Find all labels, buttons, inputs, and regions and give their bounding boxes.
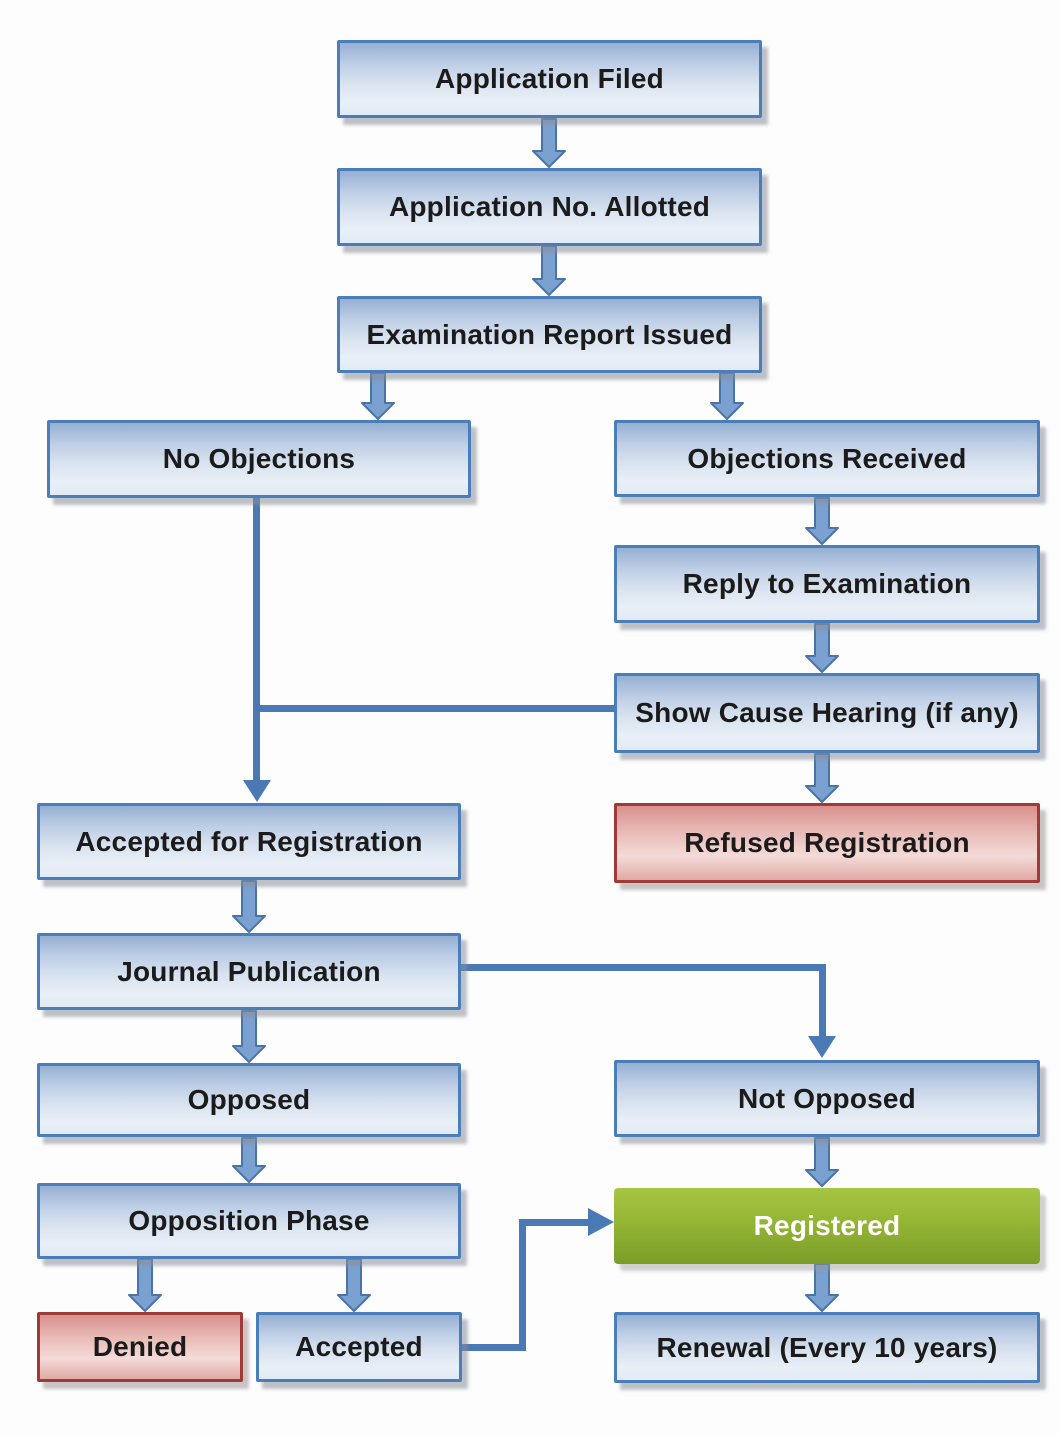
connector-journal-down-to-not-opposed	[819, 964, 826, 1038]
node-not-opposed: Not Opposed	[614, 1060, 1040, 1137]
arrow-filed-to-allotted	[532, 118, 566, 168]
arrowhead-into-registered	[588, 1208, 614, 1236]
node-refused-registration: Refused Registration	[614, 803, 1040, 883]
node-label: Refused Registration	[684, 827, 970, 858]
arrow-reply-to-show-cause	[805, 623, 839, 673]
arrow-show-cause-to-refused	[805, 753, 839, 803]
node-label: Accepted for Registration	[75, 825, 423, 857]
arrow-opposition-to-accepted	[337, 1258, 371, 1312]
node-examination-report-issued: Examination Report Issued	[337, 296, 762, 373]
arrowhead-into-not-opposed	[808, 1036, 836, 1058]
node-label: Application Filed	[435, 63, 664, 94]
arrow-journal-to-opposed	[232, 1010, 266, 1063]
connector-show-cause-to-merge	[253, 705, 614, 712]
arrow-objections-to-reply	[805, 497, 839, 545]
arrow-registered-to-renewal	[805, 1263, 839, 1312]
node-label: Show Cause Hearing (if any)	[635, 697, 1019, 728]
connector-accepted-right	[462, 1344, 526, 1351]
node-opposed: Opposed	[37, 1063, 461, 1137]
arrow-allotted-to-examination	[532, 245, 566, 296]
connector-no-objections-down	[253, 497, 260, 782]
node-label: Journal Publication	[117, 955, 381, 987]
connector-journal-right	[461, 964, 826, 971]
node-label: No Objections	[162, 443, 356, 474]
node-label: Registered	[753, 1210, 901, 1241]
node-no-objections: No Objections	[47, 420, 471, 498]
arrow-not-opposed-to-registered	[805, 1137, 839, 1187]
node-label: Opposed	[187, 1084, 311, 1115]
connector-accepted-to-registered	[519, 1219, 590, 1226]
node-objections-received: Objections Received	[614, 420, 1040, 497]
node-application-filed: Application Filed	[337, 40, 762, 118]
node-renewal: Renewal (Every 10 years)	[614, 1312, 1040, 1383]
arrow-examination-to-no-objections	[361, 372, 395, 420]
node-application-no-allotted: Application No. Allotted	[337, 168, 762, 246]
node-reply-to-examination: Reply to Examination	[614, 545, 1040, 623]
node-journal-publication: Journal Publication	[37, 933, 461, 1010]
node-registered: Registered	[614, 1188, 1040, 1264]
node-accepted-for-registration: Accepted for Registration	[37, 803, 461, 880]
node-accepted: Accepted	[256, 1312, 462, 1382]
arrowhead-into-accepted-for-registration	[243, 780, 271, 802]
arrow-examination-to-objections-received	[710, 372, 744, 420]
node-denied: Denied	[37, 1312, 243, 1382]
connector-accepted-up	[519, 1219, 526, 1351]
node-label: Not Opposed	[738, 1082, 916, 1114]
node-opposition-phase: Opposition Phase	[37, 1183, 461, 1259]
node-label: Reply to Examination	[682, 568, 972, 599]
node-label: Renewal (Every 10 years)	[656, 1331, 998, 1363]
node-label: Application No. Allotted	[388, 191, 711, 222]
node-label: Opposition Phase	[128, 1205, 370, 1236]
node-label: Examination Report Issued	[366, 318, 733, 350]
arrow-opposed-to-opposition-phase	[232, 1137, 266, 1183]
arrow-accepted-reg-to-journal	[232, 880, 266, 933]
node-show-cause-hearing: Show Cause Hearing (if any)	[614, 673, 1040, 753]
node-label: Denied	[92, 1331, 188, 1362]
node-label: Accepted	[295, 1331, 423, 1362]
node-label: Objections Received	[687, 442, 967, 474]
arrow-opposition-to-denied	[128, 1258, 162, 1312]
